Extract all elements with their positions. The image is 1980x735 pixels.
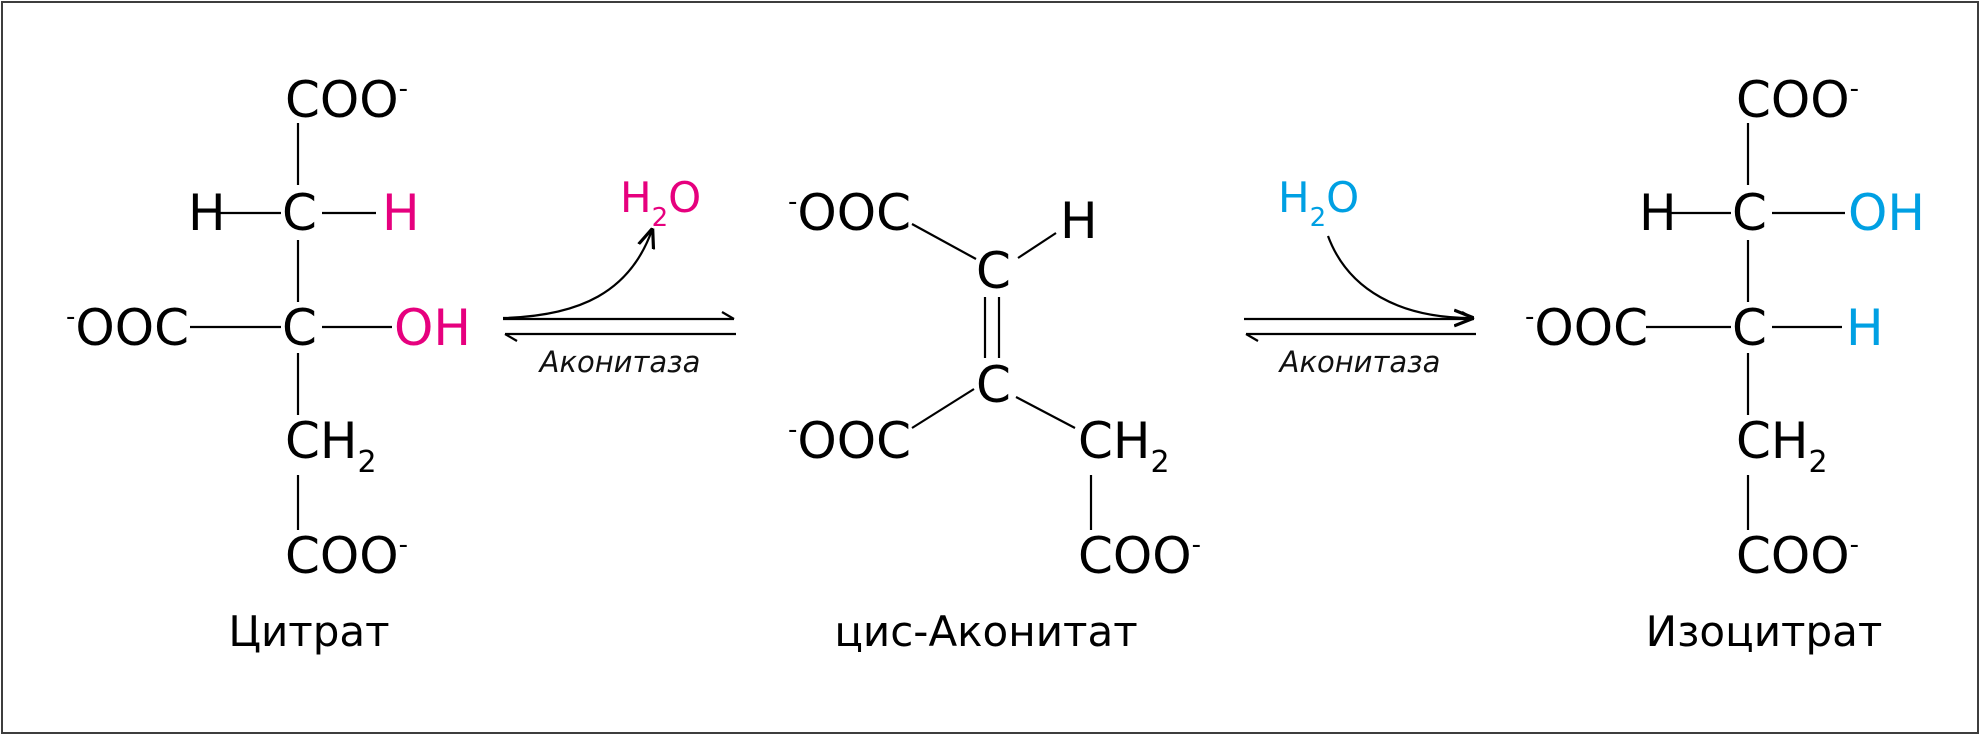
- aconitate-carbon-top: C: [976, 242, 1011, 300]
- aconitate-bond: [911, 223, 977, 260]
- citrate-h-right-removed: H: [382, 184, 420, 242]
- isocitrate-bottom-carboxylate: COO-: [1736, 527, 1859, 585]
- citrate-carbon-3: C: [282, 299, 317, 357]
- aconitate-top-left-carboxylate: -OOC: [788, 184, 911, 242]
- isocitrate-ch2: CH2: [1736, 412, 1828, 480]
- cis-aconitate-label: цис-Аконитат: [834, 607, 1137, 656]
- step1-equilibrium-arrows: H2O Аконитаза: [502, 173, 736, 379]
- citrate-oh-removed: OH: [394, 299, 471, 357]
- citrate-h-left: H: [188, 184, 226, 242]
- step2-water-added: H2O: [1278, 173, 1359, 233]
- citrate-label: Цитрат: [228, 607, 389, 656]
- aconitate-ch2: CH2: [1078, 412, 1170, 480]
- aconitate-carbon-bottom: C: [976, 356, 1011, 414]
- isocitrate-carbon-3: C: [1732, 299, 1767, 357]
- citrate-top-carboxylate: COO-: [285, 71, 408, 129]
- step1-forward-arrowhead: [721, 311, 735, 320]
- citrate-left-carboxylate: -OOC: [66, 299, 189, 357]
- isocitrate-carbon-2: C: [1732, 184, 1767, 242]
- aconitate-bottom-left-carboxylate: -OOC: [788, 412, 911, 470]
- aconitate-carboxylate: COO-: [1078, 527, 1201, 585]
- citrate-bottom-carboxylate: COO-: [285, 527, 408, 585]
- aconitate-bond: [911, 388, 975, 429]
- aconitate-bond: [1015, 396, 1076, 429]
- cis-aconitate-structure: -OOC C H C -OOC CH2 COO-: [788, 184, 1201, 585]
- step1-water-release-arrow: [502, 230, 652, 320]
- step2-equilibrium-arrows: H2O Аконитаза: [1244, 173, 1476, 379]
- step1-water-released: H2O: [620, 173, 701, 233]
- aconitate-h: H: [1060, 192, 1098, 250]
- isocitrate-structure: COO- H C OH -OOC C H CH2 COO-: [1525, 71, 1925, 585]
- isocitrate-oh-added: OH: [1848, 184, 1925, 242]
- isocitrate-h-added: H: [1846, 299, 1884, 357]
- citrate-ch2: CH2: [285, 412, 377, 480]
- step2-water-addition-arrow: [1326, 235, 1472, 318]
- step2-reverse-arrowhead: [1245, 333, 1259, 342]
- step2-enzyme-label: Аконитаза: [1278, 345, 1441, 379]
- isocitrate-left-carboxylate: -OOC: [1525, 299, 1648, 357]
- step1-enzyme-label: Аконитаза: [538, 345, 701, 379]
- aconitate-bond: [1017, 232, 1057, 259]
- step2-forward-arrowhead: [1461, 311, 1475, 320]
- isocitrate-top-carboxylate: COO-: [1736, 71, 1859, 129]
- step1-reverse-arrowhead: [504, 333, 518, 342]
- citrate-structure: COO- H C H -OOC C OH CH2 COO-: [66, 71, 471, 585]
- isocitrate-label: Изоцитрат: [1646, 607, 1883, 656]
- citrate-carbon-2: C: [282, 184, 317, 242]
